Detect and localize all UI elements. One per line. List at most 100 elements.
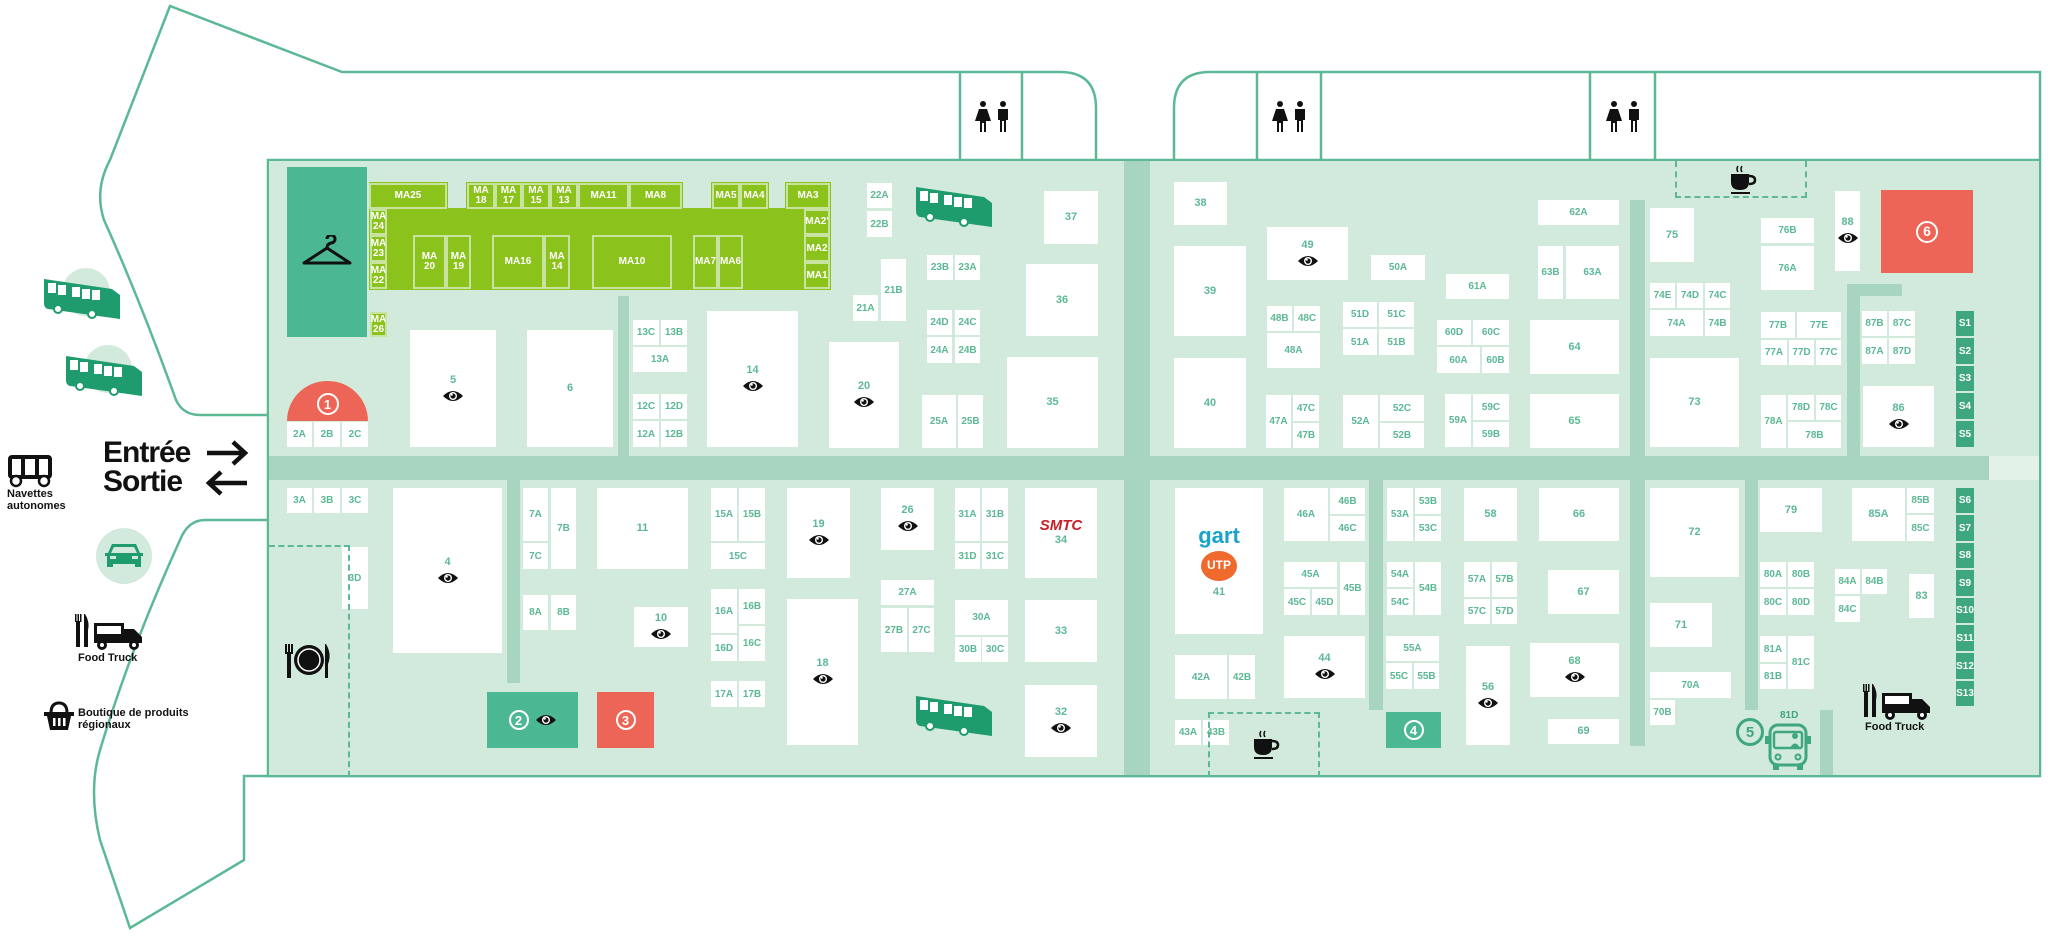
- booth-84b[interactable]: 84B: [1862, 569, 1887, 594]
- booth-s3[interactable]: S3: [1956, 366, 1974, 391]
- booth-78b[interactable]: 78B: [1788, 422, 1841, 448]
- booth-31a[interactable]: 31A: [955, 488, 980, 541]
- booth-53b[interactable]: 53B: [1415, 488, 1441, 514]
- booth-25a[interactable]: 25A: [922, 395, 956, 448]
- booth-52b[interactable]: 52B: [1380, 423, 1424, 448]
- booth-33[interactable]: 33: [1025, 600, 1097, 662]
- cloakroom[interactable]: [287, 167, 367, 337]
- booth-17b[interactable]: 17B: [739, 681, 765, 707]
- booth-77e[interactable]: 77E: [1797, 312, 1841, 338]
- booth-18[interactable]: 18: [787, 599, 858, 745]
- booth-57d[interactable]: 57D: [1492, 599, 1517, 624]
- booth-84a[interactable]: 84A: [1835, 569, 1860, 594]
- booth-84c[interactable]: 84C: [1835, 596, 1860, 622]
- booth-72[interactable]: 72: [1650, 488, 1739, 577]
- booth-83[interactable]: 83: [1909, 574, 1934, 618]
- booth-s7[interactable]: S7: [1956, 515, 1974, 541]
- booth-ma3[interactable]: MA3: [786, 183, 830, 209]
- booth-42b[interactable]: 42B: [1229, 655, 1255, 699]
- booth-45a[interactable]: 45A: [1284, 562, 1337, 587]
- booth-45c[interactable]: 45C: [1284, 589, 1310, 615]
- booth-ma24[interactable]: MA 24: [370, 209, 387, 235]
- booth-ma11[interactable]: MA11: [578, 183, 629, 209]
- booth-48a[interactable]: 48A: [1267, 333, 1320, 368]
- booth-24c[interactable]: 24C: [955, 310, 980, 335]
- booth-47c[interactable]: 47C: [1293, 395, 1319, 421]
- booth-81c[interactable]: 81C: [1788, 636, 1814, 689]
- booth-50a[interactable]: 50A: [1371, 255, 1425, 280]
- booth-24d[interactable]: 24D: [927, 310, 952, 335]
- booth-49[interactable]: 49: [1267, 227, 1348, 280]
- booth-60c[interactable]: 60C: [1473, 320, 1509, 345]
- booth-16a[interactable]: 16A: [711, 589, 737, 633]
- booth-44[interactable]: 44: [1284, 636, 1365, 698]
- booth-s5[interactable]: S5: [1956, 421, 1974, 447]
- booth-62a[interactable]: 62A: [1538, 200, 1619, 225]
- booth-14[interactable]: 14: [707, 311, 798, 447]
- booth-35[interactable]: 35: [1007, 357, 1098, 448]
- booth-85a[interactable]: 85A: [1852, 488, 1905, 541]
- booth-78a[interactable]: 78A: [1761, 395, 1786, 448]
- zone-3[interactable]: 3: [597, 692, 654, 748]
- booth-2b[interactable]: 2B: [314, 422, 340, 447]
- booth-74a[interactable]: 74A: [1650, 310, 1703, 336]
- booth-51b[interactable]: 51B: [1379, 329, 1414, 355]
- booth-ma1[interactable]: MA1: [804, 262, 830, 289]
- booth-11[interactable]: 11: [597, 488, 688, 569]
- booth-31d[interactable]: 31D: [955, 543, 980, 569]
- booth-70a[interactable]: 70A: [1650, 672, 1731, 698]
- booth-58[interactable]: 58: [1464, 488, 1517, 541]
- booth-86[interactable]: 86: [1863, 386, 1934, 447]
- booth-8a[interactable]: 8A: [523, 595, 548, 630]
- booth-45d[interactable]: 45D: [1312, 589, 1337, 615]
- booth-37[interactable]: 37: [1044, 191, 1098, 244]
- booth-69[interactable]: 69: [1548, 719, 1619, 744]
- booth-s1[interactable]: S1: [1956, 311, 1974, 336]
- booth-ma20[interactable]: MA 20: [413, 235, 446, 289]
- booth-20[interactable]: 20: [829, 342, 899, 448]
- booth-60a[interactable]: 60A: [1437, 347, 1480, 373]
- booth-51a[interactable]: 51A: [1343, 329, 1377, 355]
- booth-16c[interactable]: 16C: [739, 626, 765, 661]
- booth-40[interactable]: 40: [1174, 358, 1246, 448]
- booth-ma19[interactable]: MA 19: [446, 235, 471, 289]
- booth-60d[interactable]: 60D: [1437, 320, 1471, 345]
- booth-88[interactable]: 88: [1835, 191, 1860, 271]
- booth-3b[interactable]: 3B: [314, 488, 340, 513]
- booth-27b[interactable]: 27B: [881, 608, 907, 652]
- booth-3d[interactable]: 3D: [342, 547, 368, 609]
- booth-ma25[interactable]: MA25: [369, 183, 447, 209]
- booth-s4[interactable]: S4: [1956, 393, 1974, 419]
- bus-icon[interactable]: [64, 352, 144, 402]
- booth-ma26[interactable]: MA 26: [370, 312, 387, 337]
- booth-64[interactable]: 64: [1530, 320, 1619, 374]
- booth-13c[interactable]: 13C: [633, 320, 659, 345]
- booth-85b[interactable]: 85B: [1907, 488, 1934, 513]
- booth-ma17[interactable]: MA 17: [495, 183, 522, 209]
- booth-60b[interactable]: 60B: [1482, 347, 1509, 373]
- booth-10[interactable]: 10: [634, 607, 688, 647]
- booth-16b[interactable]: 16B: [739, 589, 765, 624]
- booth-74b[interactable]: 74B: [1705, 310, 1730, 336]
- booth-54b[interactable]: 54B: [1415, 562, 1441, 615]
- booth-12a[interactable]: 12A: [633, 421, 659, 447]
- booth-76a[interactable]: 76A: [1761, 246, 1814, 290]
- booth-74c[interactable]: 74C: [1705, 283, 1730, 308]
- booth-26[interactable]: 26: [881, 488, 934, 550]
- booth-23b[interactable]: 23B: [927, 255, 953, 280]
- booth-73[interactable]: 73: [1650, 358, 1739, 447]
- booth-13a[interactable]: 13A: [633, 347, 687, 372]
- booth-4[interactable]: 4: [393, 488, 502, 653]
- booth-ma2[interactable]: MA2': [804, 209, 830, 235]
- booth-67[interactable]: 67: [1548, 570, 1619, 614]
- booth-ma7[interactable]: MA7: [693, 235, 718, 289]
- booth-38[interactable]: 38: [1174, 182, 1227, 225]
- booth-70b[interactable]: 70B: [1650, 700, 1675, 725]
- booth-16d[interactable]: 16D: [711, 635, 737, 661]
- booth-63b[interactable]: 63B: [1538, 246, 1563, 299]
- booth-3c[interactable]: 3C: [342, 488, 368, 513]
- booth-57a[interactable]: 57A: [1464, 562, 1490, 597]
- booth-87c[interactable]: 87C: [1889, 311, 1915, 336]
